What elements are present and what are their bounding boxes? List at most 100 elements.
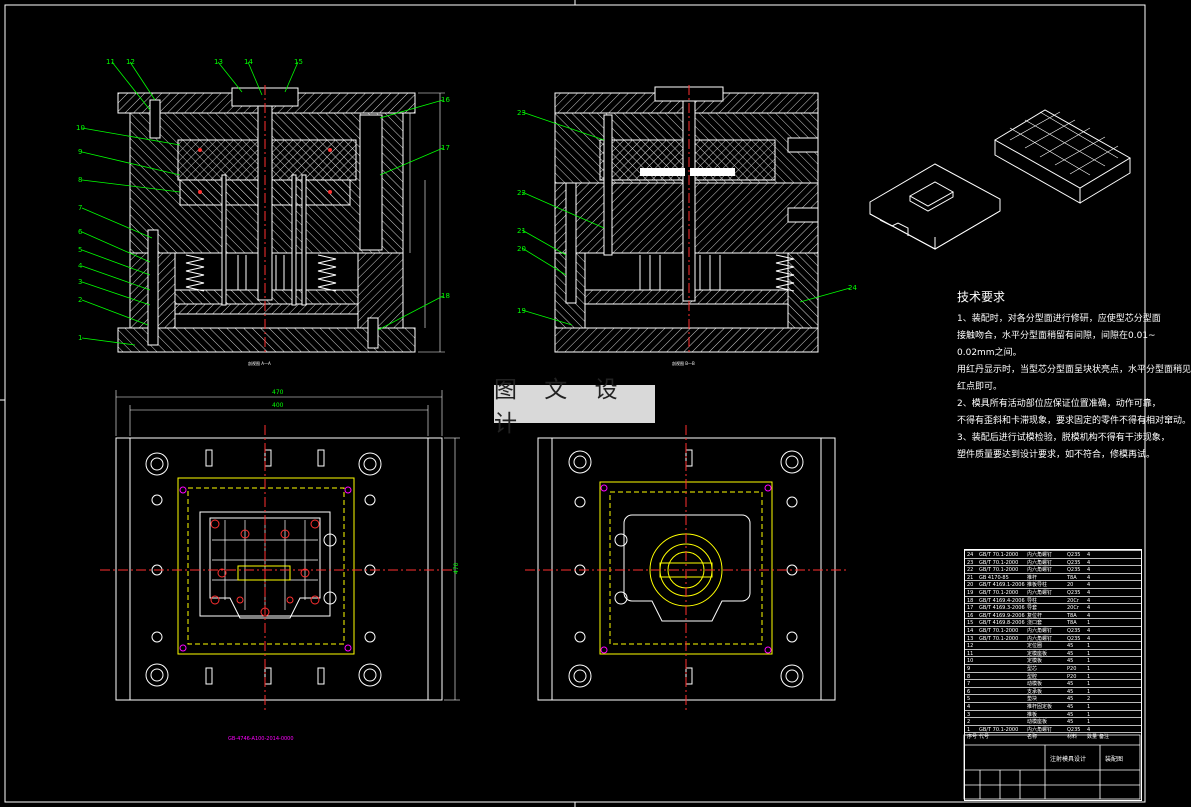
bom-cell: 1	[1087, 719, 1091, 726]
bom-cell: 45	[1067, 704, 1074, 710]
bom-cell: 5	[967, 696, 971, 703]
bom-cell: 4	[1087, 559, 1091, 566]
bom-cell: 名称	[1027, 734, 1038, 741]
bom-cell: GB/T 4169.4-2006	[979, 597, 1025, 604]
part-label: 10	[76, 124, 85, 132]
bom-cell: 内六角螺钉	[1027, 628, 1053, 634]
section-label-right: 剖视图 B—B	[672, 360, 695, 366]
bom-cell: 45	[1067, 650, 1074, 657]
part-label: 1	[78, 334, 82, 342]
bom-cell: 45	[1067, 643, 1074, 650]
bom-cell: Q235	[1067, 559, 1081, 566]
bom-cell: 1	[967, 726, 971, 733]
part-label: 6	[78, 228, 83, 236]
part-label: 22	[517, 189, 526, 197]
bom-cell: Q235	[1067, 590, 1081, 596]
bom-cell: 22	[967, 567, 974, 574]
part-label: 24	[848, 284, 857, 292]
title-block	[963, 734, 1141, 800]
part-label: 9	[78, 148, 82, 156]
part-label: 21	[517, 227, 526, 235]
bom-cell: 6	[967, 688, 971, 695]
bom-row: 5 垫块 45 2	[965, 694, 1141, 704]
bom-cell: 4	[1087, 628, 1091, 634]
dimension-overall-width: 470	[272, 389, 284, 396]
bom-cell: 45	[1067, 658, 1074, 665]
bom-cell: 1	[1087, 704, 1091, 710]
bom-cell: 3	[967, 711, 971, 718]
drawing-type: 装配图	[1105, 755, 1123, 763]
part-label: 4	[78, 262, 83, 270]
bom-cell: 1	[1087, 711, 1091, 718]
bom-cell: 45	[1067, 711, 1074, 718]
bom-cell: 20Cr	[1067, 605, 1079, 612]
bom-cell: P20	[1067, 673, 1077, 680]
bom-cell: 型腔	[1027, 673, 1038, 680]
part-label: 3	[78, 278, 82, 286]
part-label: 23	[517, 109, 526, 117]
bom-cell: 定模板	[1027, 658, 1043, 665]
bom-cell: 2	[967, 719, 971, 726]
bom-cell: 推板导柱	[1027, 582, 1048, 589]
drawing-caption: GB-4746-A100-2014-0000	[228, 736, 294, 742]
bom-cell: 型芯	[1027, 666, 1038, 672]
bom-cell: 内六角螺钉	[1027, 567, 1053, 574]
bom-cell: 垫块	[1027, 696, 1038, 703]
bom-cell: 备注	[1099, 734, 1110, 741]
part-label: 5	[78, 246, 82, 254]
bom-cell: 内六角螺钉	[1027, 726, 1053, 733]
bom-cell: 数量	[1087, 734, 1098, 741]
bom-cell: T8A	[1067, 620, 1077, 627]
bom-cell: 动模板	[1027, 681, 1043, 688]
bom-cell: 推板	[1027, 711, 1038, 718]
bom-cell: 导柱	[1027, 597, 1038, 604]
bom-cell: T8A	[1067, 612, 1077, 619]
bom-cell: 2	[1087, 696, 1091, 703]
plan-view-moving-half: 470 400 470 GB-4746-A100-2014-0000	[100, 389, 460, 742]
bom-cell: Q235	[1067, 567, 1081, 574]
part-label: 17	[441, 144, 450, 152]
bom-header-row: 序号代号名称材料数量备注	[965, 732, 1141, 742]
bom-cell: 24	[967, 552, 974, 558]
bom-cell: 1	[1087, 688, 1091, 695]
bom-cell: GB/T 4169.9-2006	[979, 612, 1025, 619]
bom-cell: 1	[1087, 650, 1091, 657]
bom-cell: GB/T 70.1-2000	[979, 559, 1019, 566]
part-label: 20	[517, 245, 526, 253]
bom-cell: 18	[967, 597, 974, 604]
bom-cell: 复位杆	[1027, 612, 1043, 619]
bom-cell: 4	[1087, 574, 1091, 581]
requirement-line: 接触吻合，水平分型面稍留有间隙，间隙在0.01~	[957, 331, 1156, 341]
bom-cell: 13	[967, 635, 974, 642]
bom-cell: 4	[1087, 552, 1091, 558]
bom-cell: 45	[1067, 696, 1074, 703]
bom-cell: 1	[1087, 673, 1091, 680]
part-label: 18	[441, 292, 450, 300]
part-label: 12	[126, 58, 135, 66]
bom-cell: 21	[967, 574, 974, 581]
bom-cell: GB/T 70.1-2000	[979, 628, 1019, 634]
bom-cell: 1	[1087, 620, 1091, 627]
requirement-line: 3、装配后进行试模检验，脱模机构不得有干涉现象，	[957, 433, 1170, 443]
bom-cell: 10	[967, 658, 974, 665]
part-label: 16	[441, 96, 450, 104]
bom-cell: 浇口套	[1027, 620, 1043, 627]
bom-cell: 4	[1087, 605, 1091, 612]
bom-cell: 推杆	[1027, 574, 1038, 581]
requirement-line: 1、装配时，对各分型面进行修研，应使型芯分型面	[957, 314, 1161, 324]
requirement-line: 2、模具所有活动部位应保证位置准确，动作可靠，	[957, 399, 1161, 409]
bom-cell: 19	[967, 590, 974, 596]
bom-cell: 4	[1087, 597, 1091, 604]
